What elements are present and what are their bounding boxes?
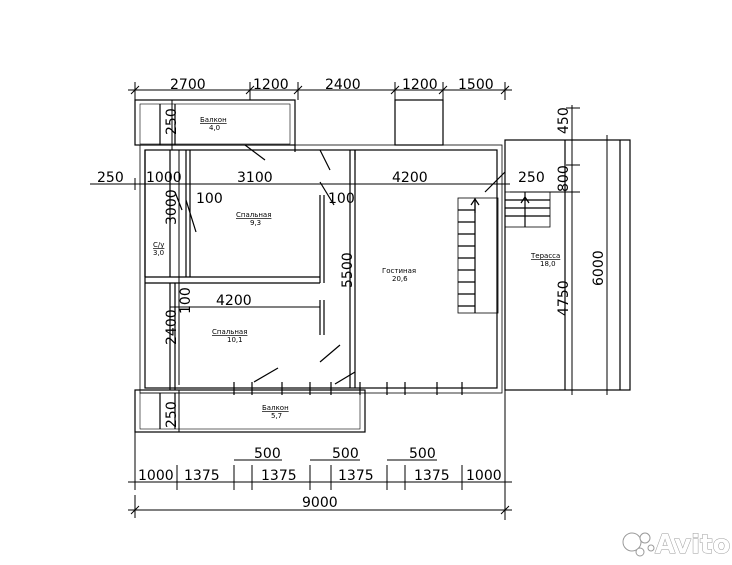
avito-logo-icon: [622, 532, 655, 557]
watermark-brand: Avito: [655, 530, 730, 560]
dim-bottom-1000-a: 1000: [138, 468, 174, 484]
room-terrace-area: 18,0: [540, 260, 556, 268]
room-living-name: Гостиная: [382, 267, 416, 275]
dim-inner-4200-top: 4200: [392, 170, 428, 186]
dim-inner-4200-mid: 4200: [216, 293, 252, 309]
dim-vert-250-top: 250: [164, 108, 180, 135]
room-bathroom-name: С/у: [153, 241, 164, 249]
room-bedroom-top-area: 9,3: [250, 219, 261, 227]
room-balcony-bottom-area: 5,7: [271, 412, 282, 420]
dim-gap-500-a: 500: [254, 446, 281, 462]
room-balcony-top-name: Балкон: [200, 116, 227, 124]
dim-inner-100-c: 100: [178, 287, 194, 314]
walls: [134, 99, 631, 433]
dim-left-1000: 1000: [146, 170, 182, 186]
dim-gap-500-c: 500: [409, 446, 436, 462]
watermark: Avito: [622, 530, 731, 561]
dim-vert-3000: 3000: [164, 189, 180, 225]
dim-inner-3100: 3100: [237, 170, 273, 186]
dim-vert-2400: 2400: [164, 309, 180, 345]
dim-top-1500: 1500: [458, 77, 494, 93]
dim-top-1200-b: 1200: [402, 77, 438, 93]
dim-right-4750: 4750: [556, 280, 572, 316]
dim-right-800: 800: [556, 165, 572, 192]
dim-gap-500-b: 500: [332, 446, 359, 462]
dim-bottom-1375-a: 1375: [184, 468, 220, 484]
dim-top-1200-a: 1200: [253, 77, 289, 93]
room-bedroom-bottom-area: 10,1: [227, 336, 243, 344]
dim-bottom-1375-b: 1375: [261, 468, 297, 484]
dim-bottom-1375-d: 1375: [414, 468, 450, 484]
room-balcony-bottom-name: Балкон: [262, 404, 289, 412]
room-bedroom-top-name: Спальная: [236, 211, 271, 219]
dim-left-250: 250: [97, 170, 124, 186]
dim-inner-100-a: 100: [196, 191, 223, 207]
dim-total-9000: 9000: [302, 495, 338, 511]
dim-inner-250-right: 250: [518, 170, 545, 186]
room-bedroom-bottom-name: Спальная: [212, 328, 247, 336]
dim-vert-250-bottom: 250: [164, 401, 180, 428]
room-balcony-top-area: 4,0: [209, 124, 220, 132]
room-living-area: 20,6: [392, 275, 408, 283]
room-terrace-name: Терасса: [530, 252, 560, 260]
room-bathroom-area: 3,0: [153, 249, 164, 257]
dim-bottom-1000-b: 1000: [466, 468, 502, 484]
dim-top-2700: 2700: [170, 77, 206, 93]
dim-inner-100-b: 100: [328, 191, 355, 207]
dim-right-450: 450: [556, 107, 572, 134]
room-labels: Балкон 4,0 Спальная 9,3 С/у 3,0 Спальная…: [153, 116, 560, 420]
dim-vert-5500: 5500: [340, 252, 356, 288]
dim-right-6000: 6000: [591, 250, 607, 286]
dim-top-2400: 2400: [325, 77, 361, 93]
dim-bottom-1375-c: 1375: [338, 468, 374, 484]
dimension-labels: 2700 1200 2400 1200 1500 250 1000 3100 4…: [97, 77, 607, 511]
